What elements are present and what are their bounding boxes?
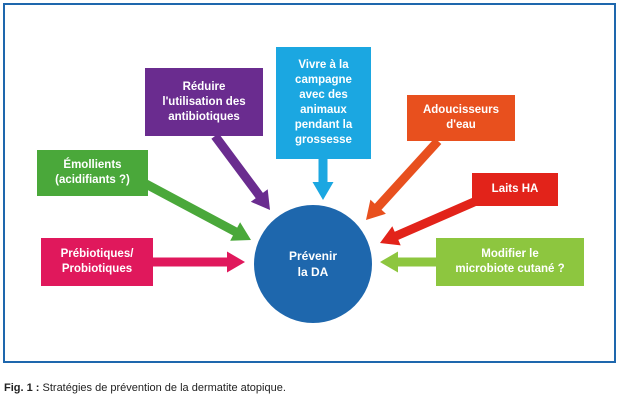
arrow-vivre (312, 159, 334, 200)
arrow-microbiote (380, 251, 436, 273)
node-emollients: Émollients (acidifiants ?) (37, 150, 148, 196)
arrow-emollients (143, 180, 251, 241)
figure-caption: Fig. 1 : Stratégies de prévention de la … (4, 382, 286, 394)
node-modifier-microbiote: Modifier le microbiote cutané ? (436, 238, 584, 286)
node-prebiotiques-probiotiques: Prébiotiques/ Probiotiques (41, 238, 153, 286)
caption-prefix: Fig. 1 : (4, 382, 40, 394)
arrow-adoucisseurs (366, 138, 442, 220)
node-vivre-campagne: Vivre à la campagne avec des animaux pen… (276, 47, 371, 159)
arrow-laits (380, 197, 476, 246)
arrow-reduire (211, 133, 270, 210)
center-node-prevenir-da: Prévenir la DA (254, 205, 372, 323)
node-laits-ha: Laits HA (472, 173, 558, 206)
arrow-prebiotiques (153, 251, 245, 273)
node-adoucisseurs-eau: Adoucisseurs d'eau (407, 95, 515, 141)
caption-text: Stratégies de prévention de la dermatite… (39, 382, 286, 394)
node-reduire-antibiotiques: Réduire l'utilisation des antibiotiques (145, 68, 263, 136)
